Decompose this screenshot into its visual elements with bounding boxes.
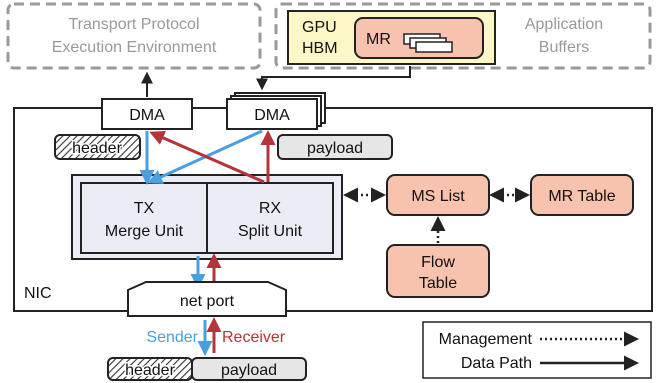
mr-table-label: MR Table [548,188,615,205]
dma-left-label: DMA [129,107,165,124]
split-unit-label: Split Unit [238,223,303,240]
rx-label: RX [259,200,282,217]
legend-data-path-label: Data Path [461,355,532,372]
transport-env-label-2: Execution Environment [52,39,217,56]
dma-left-box [101,98,193,130]
header-top-label: header [72,140,122,157]
payload-top-label: payload [307,140,363,157]
sender-label: Sender [146,329,198,346]
rx-split-unit-box [206,182,334,254]
gpu-label: GPU [302,19,337,36]
header-top-box [54,134,141,160]
legend-management-label: Management [439,331,533,348]
tx-label: TX [134,200,155,217]
app-buffers-to-dma-arrow [256,66,411,91]
mr-table-box [530,174,634,216]
table-label: Table [419,275,457,292]
transport-env-box: Transport Protocol Execution Environment [6,2,262,70]
nic-label: NIC [24,285,52,302]
net-port-box [127,281,287,317]
header-bottom-label: header [125,362,175,379]
dma-right-label: DMA [254,107,290,124]
net-port-label: net port [180,293,235,310]
app-buffers-label-2: Buffers [539,39,589,56]
transport-env-label-1: Transport Protocol [68,16,199,33]
dma-right-stack: DMA [226,92,326,130]
flow-label: Flow [421,254,455,271]
legend: Management Data Path [422,321,652,379]
tx-merge-unit-box [80,182,208,254]
payload-bottom-box [191,357,307,381]
dma-right-box [226,98,318,130]
payload-bottom-label: payload [221,362,277,379]
ms-list-label: MS List [411,188,465,205]
merge-unit-label: Merge Unit [105,223,184,240]
gpu-hbm-box: GPU HBM MR [287,10,496,65]
stacked-buffers-icon [403,33,453,53]
receiver-label: Receiver [222,329,286,346]
app-buffers-box: Application Buffers [274,2,652,70]
flow-table-box [386,244,490,298]
payload-top-box [277,134,393,160]
mr-label: MR [366,31,391,48]
rx-to-dma-left-arrow [149,130,265,184]
hbm-label: HBM [302,40,338,57]
app-buffers-label-1: Application [525,16,603,33]
